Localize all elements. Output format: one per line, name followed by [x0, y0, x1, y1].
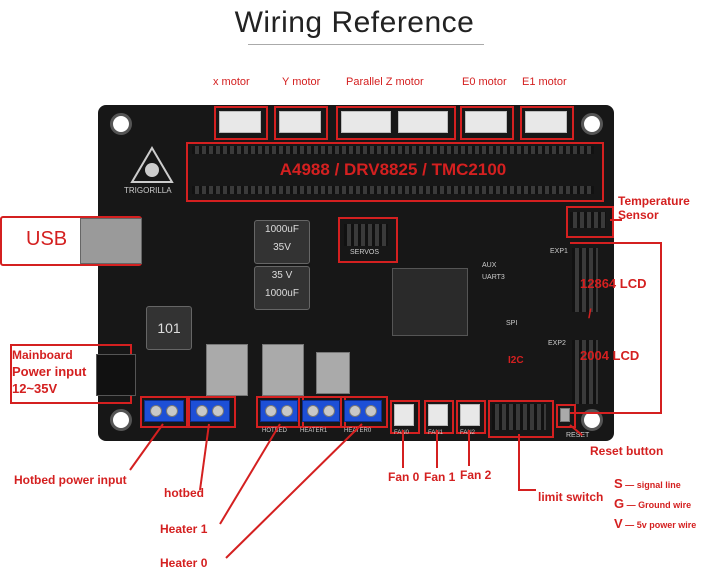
hotbed-silk: HOTBED [262, 428, 288, 434]
e0-motor-label: E0 motor [462, 76, 507, 88]
fan0-silk: FAN0 [394, 430, 410, 436]
heater0-highlight [340, 396, 388, 428]
e0-motor-connector [465, 111, 507, 133]
fan2-silk: FAN2 [460, 430, 476, 436]
mount-hole [110, 409, 132, 431]
fan2-highlight [456, 400, 486, 434]
fan2-label: Fan 2 [460, 468, 492, 482]
brand-name: TRIGORILLA [124, 186, 172, 195]
e1-motor-connector [525, 111, 567, 133]
legend-ground: G — Ground wire [614, 496, 692, 511]
thermistor-pins [570, 212, 606, 228]
heater1-silk: HEATER1 [300, 428, 328, 434]
e0-motor-highlight [460, 106, 514, 140]
reset-silk: RESET [566, 432, 590, 439]
legend-signal: S — signal line [614, 476, 681, 491]
x-motor-label: x motor [213, 76, 250, 88]
lcd-slash: / [588, 306, 592, 321]
lcd-2004-label: 2004 LCD [580, 348, 640, 363]
temperature-sensor-highlight [566, 206, 614, 238]
inductor: 101 [146, 306, 192, 350]
usb-label: USB [26, 228, 68, 250]
page-title: Wiring Reference [234, 6, 475, 39]
e1-motor-label: E1 motor [522, 76, 567, 88]
driver-header-pins [192, 186, 594, 194]
fan2-connector [460, 404, 480, 426]
exp2-connector [572, 340, 598, 404]
exp1-silk: EXP1 [550, 248, 568, 255]
servo-header-highlight [338, 217, 398, 263]
exp1-connector [572, 248, 598, 312]
capacitor: 1000uF 35V [254, 220, 310, 264]
capacitor: 35 V 1000uF [254, 266, 310, 310]
fan1-label: Fan 1 [424, 470, 456, 484]
endstop-pins [492, 404, 546, 430]
heater0-label: Heater 0 [160, 556, 208, 570]
e1-motor-highlight [520, 106, 574, 140]
voltage-label: 12~35V [12, 381, 58, 396]
spi-silk: SPI [506, 320, 518, 327]
driver-types-text: A4988 / DRV8825 / TMC2100 [279, 160, 507, 179]
mount-hole [581, 113, 603, 135]
hotbed-power-input-label: Hotbed power input [14, 473, 127, 487]
mosfet [316, 352, 350, 394]
mount-hole [110, 113, 132, 135]
heater0-terminal [344, 400, 382, 422]
reset-button-label: Reset button [590, 444, 664, 458]
uart-silk: UART3 [482, 274, 505, 281]
power-input-label: Power input [12, 364, 87, 379]
z2-motor-connector [398, 111, 448, 133]
parallel-z-motor-highlight [336, 106, 456, 140]
reset-button [560, 408, 570, 422]
fan0-connector [394, 404, 414, 426]
x-motor-connector [219, 111, 261, 133]
parallel-z-motor-label: Parallel Z motor [346, 76, 424, 88]
driver-header-pins [192, 146, 594, 154]
temp-pointer-line [610, 219, 622, 221]
hotbed-label: hotbed [164, 486, 204, 500]
x-motor-highlight [214, 106, 268, 140]
limit-switch-highlight [488, 400, 554, 438]
dc-power-jack [96, 354, 136, 396]
gorilla-logo-icon [130, 146, 174, 184]
hotbed-power-terminal [144, 400, 184, 422]
z1-motor-connector [341, 111, 391, 133]
aux-silk: AUX [482, 262, 497, 269]
stepper-driver-area [186, 142, 604, 202]
fan0-highlight [390, 400, 420, 434]
i2c-label: I2C [508, 355, 524, 366]
mainboard-label: Mainboard [12, 348, 73, 362]
servo-pins [344, 224, 388, 246]
lcd-bracket [570, 242, 662, 414]
lcd-12864-label: 12864 LCD [580, 276, 647, 291]
limit-switch-label: limit switch [538, 490, 604, 504]
fan0-label: Fan 0 [388, 470, 420, 484]
reset-button-highlight [556, 404, 576, 428]
heater1b-terminal [302, 400, 340, 422]
fan1-connector [428, 404, 448, 426]
y-motor-label: Y motor [282, 76, 321, 88]
hotbed-power-highlight [140, 396, 190, 428]
fan1-silk: FAN1 [428, 430, 444, 436]
heater0-silk: HEATER0 [344, 428, 372, 434]
y-motor-highlight [274, 106, 328, 140]
heater1-terminal [260, 400, 298, 422]
mainboard [98, 105, 614, 441]
exp2-silk: EXP2 [548, 340, 566, 347]
mcu-chip [392, 268, 468, 336]
temperature-label: Temperature Sensor [618, 194, 690, 222]
servo-silk: SERVOS [350, 249, 380, 256]
mount-hole [581, 409, 603, 431]
title-divider [248, 44, 484, 45]
fan1-highlight [424, 400, 454, 434]
y-motor-connector [279, 111, 321, 133]
legend-power: V — 5v power wire [614, 516, 697, 531]
heater1-label: Heater 1 [160, 522, 208, 536]
mosfet [206, 344, 248, 396]
mosfet [262, 344, 304, 396]
usb-port [80, 218, 142, 264]
hotbed-terminal [190, 400, 230, 422]
hotbed-highlight [186, 396, 236, 428]
